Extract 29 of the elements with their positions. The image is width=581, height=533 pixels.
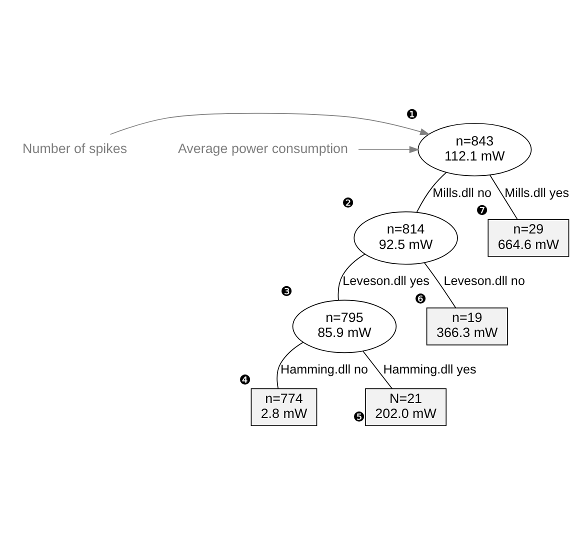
arrow [358,146,420,153]
node-label: ❷ [342,195,354,210]
edge-label: Leveson.dll yes [342,274,430,288]
node-text: Average power consumption [178,140,348,156]
node-ellipse: n=814 92.5 mW [354,210,458,264]
connector [489,174,518,220]
edge-label: Hamming.dll no [280,362,368,376]
edge-label: Leveson.dll no [444,274,525,288]
node-box: n=19 366.3 mW [426,307,508,345]
node-label: ❻ [414,291,426,306]
edge-label: Mills.dll no [432,185,492,200]
connector [338,253,366,300]
node-label: ❺ [353,408,366,424]
node-ellipse: n=795 85.9 mW [292,299,397,353]
connector [276,341,304,389]
node-text: Number of spikes [22,140,128,156]
connector [424,262,456,308]
node-box: n=774 2.8 mW [250,388,318,426]
edge-label: Mills.dll yes [504,185,570,200]
node-label: ❸ [280,283,292,298]
node-box: N=21 202.0 mW [365,388,447,426]
connector [362,350,392,389]
node-box: n=29 664.6 mW [488,218,570,256]
node-label: ❼ [476,202,488,218]
arrow [110,112,430,135]
node-label: ❹ [238,372,251,387]
edge-label: Hamming.dll yes [383,362,476,376]
connector [416,171,447,212]
node-label: ❶ [406,106,418,122]
